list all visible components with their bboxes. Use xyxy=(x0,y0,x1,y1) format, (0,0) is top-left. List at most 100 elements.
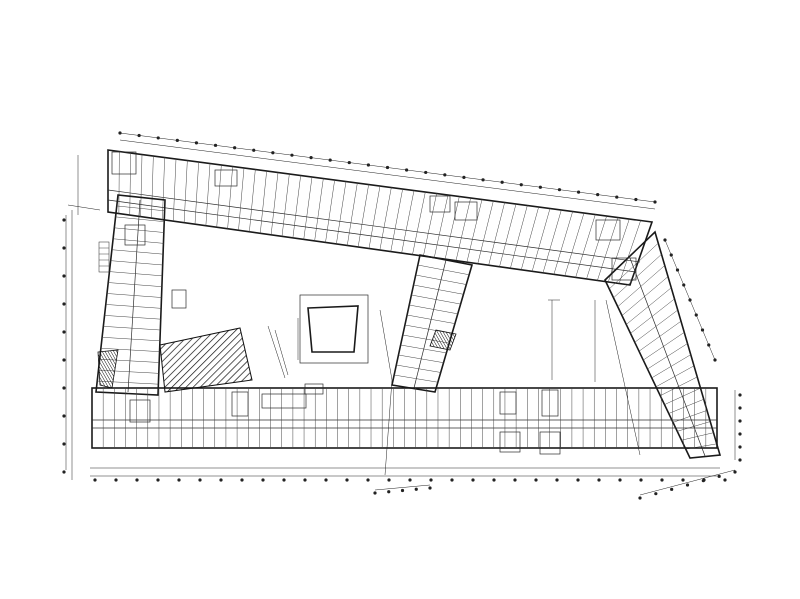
grid-line xyxy=(151,155,154,219)
axis-bubble xyxy=(233,146,237,150)
grid-line xyxy=(336,181,347,244)
grid-line xyxy=(379,187,392,251)
axis-bubble xyxy=(408,478,412,482)
axis-bubble xyxy=(62,386,66,390)
east-courtyard-lines xyxy=(379,299,641,476)
axis-bubble xyxy=(405,168,409,172)
grid-line xyxy=(521,206,539,270)
grid-line xyxy=(270,172,279,235)
grid-line xyxy=(113,238,164,244)
axis-bubble xyxy=(424,170,428,175)
grid-line xyxy=(109,271,163,277)
axis-bubble xyxy=(723,478,727,482)
axis-bubble xyxy=(156,478,160,482)
grid-line xyxy=(116,205,165,212)
grid-line xyxy=(638,320,682,352)
axis-bubble xyxy=(500,180,504,184)
south-wing xyxy=(91,387,718,455)
axis-bubble xyxy=(688,298,692,302)
grid-line xyxy=(292,175,301,238)
grid-line xyxy=(227,166,233,229)
grid-line xyxy=(609,242,659,290)
axis-bubble xyxy=(428,486,432,490)
grid-line xyxy=(205,163,211,226)
grid-line xyxy=(434,194,449,258)
grid-line xyxy=(597,217,619,281)
axis-bubble xyxy=(62,330,66,334)
axis-bubble xyxy=(685,483,690,487)
axis-bubble xyxy=(738,419,742,423)
grid-line xyxy=(140,154,143,217)
grid-line xyxy=(115,216,165,222)
grid-line xyxy=(398,354,444,363)
grid-line xyxy=(173,158,177,222)
axis-bubble xyxy=(471,478,475,482)
axis-bubble xyxy=(738,432,742,436)
axis-bubble xyxy=(62,442,66,446)
grid-line xyxy=(103,326,161,331)
grid-line xyxy=(368,185,381,249)
axis-bubble xyxy=(675,268,680,272)
axis-bubble xyxy=(345,478,349,482)
grid-line xyxy=(613,254,662,298)
axis-bubble xyxy=(62,274,66,278)
legend-marks xyxy=(98,241,110,273)
grid-line xyxy=(553,211,573,275)
axis-bubble xyxy=(156,136,160,140)
grid-line xyxy=(106,293,162,298)
grid-line xyxy=(325,179,335,243)
axis-bubble xyxy=(707,343,711,347)
axis-bubble xyxy=(618,478,622,482)
axis-bubble xyxy=(303,478,307,482)
axis-bubble xyxy=(481,178,485,182)
grid-line xyxy=(110,260,163,266)
axis-bubble xyxy=(669,253,673,257)
axis-bubble xyxy=(219,478,223,482)
grid-line xyxy=(660,376,698,396)
axis-bubble xyxy=(670,487,674,491)
axis-bubble xyxy=(733,470,737,474)
grid-line xyxy=(357,184,369,248)
axis-bubble xyxy=(324,478,328,482)
axis-bubble xyxy=(557,188,562,192)
axis-bubble xyxy=(450,478,454,482)
axis-bubble xyxy=(701,479,705,483)
axis-bubble xyxy=(198,478,202,482)
axis-bubble xyxy=(555,478,559,482)
axis-bubble xyxy=(597,478,601,482)
grid-line xyxy=(104,315,161,320)
north-wing-stairs xyxy=(111,151,637,309)
axis-bubble xyxy=(738,445,742,449)
axis-bubble xyxy=(663,238,667,242)
grid-line xyxy=(409,304,458,315)
axis-bubble xyxy=(93,478,97,482)
grid-line xyxy=(102,337,160,342)
grid-line xyxy=(575,214,596,278)
grid-line xyxy=(216,164,222,228)
grid-line xyxy=(238,167,245,231)
grid-line xyxy=(347,182,358,246)
grid-line xyxy=(183,160,188,223)
grid-line xyxy=(677,421,711,432)
axis-bubble xyxy=(639,478,643,482)
grid-line xyxy=(407,314,455,324)
grid-line xyxy=(412,191,426,255)
axis-bubble xyxy=(177,478,181,482)
axis-bubble xyxy=(738,458,742,462)
grid-line xyxy=(634,309,678,343)
grid-line xyxy=(564,212,585,276)
axis-bubble xyxy=(429,478,433,482)
axis-bubble xyxy=(118,131,122,135)
axis-bubble xyxy=(538,185,542,189)
axis-bubble xyxy=(738,406,742,410)
grid-line xyxy=(647,343,688,370)
grid-line xyxy=(455,197,471,261)
grid-line xyxy=(415,274,467,285)
axis-bubble xyxy=(347,160,351,165)
grid-line xyxy=(621,276,669,316)
grid-line xyxy=(396,364,441,373)
grid-line xyxy=(510,205,528,269)
grid-line xyxy=(194,161,199,225)
axis-bubble xyxy=(634,197,638,202)
